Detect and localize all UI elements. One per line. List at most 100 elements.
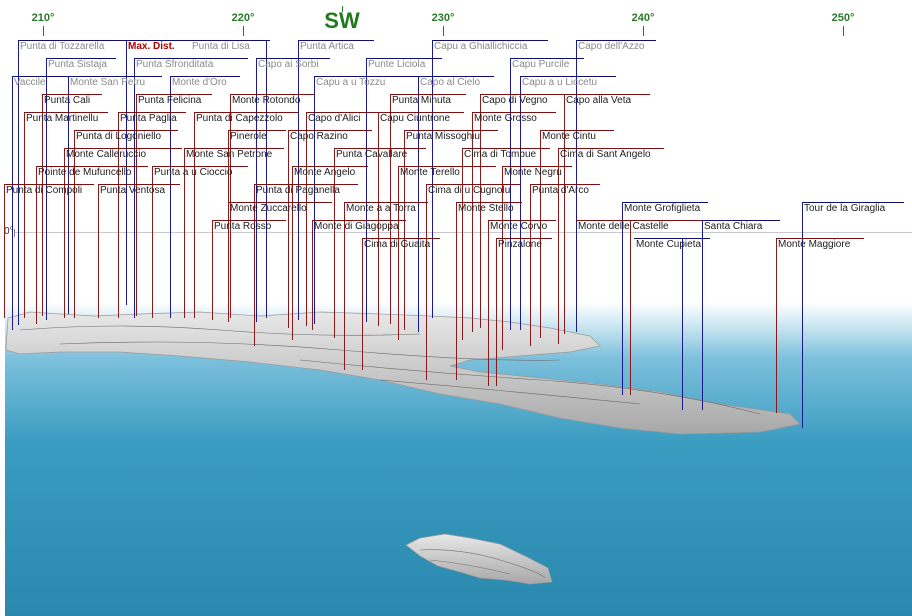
peak-label: Punta di Tozzarella: [18, 40, 130, 53]
peak-label: Punta Paglia: [118, 112, 186, 125]
peak-label: Capu a Ghiallichiccia: [432, 40, 548, 53]
ridge-lines: [19, 325, 761, 415]
horizon-tick: [14, 229, 15, 237]
peak-stem: [152, 166, 153, 318]
peak-stem: [42, 94, 43, 316]
bearing-label: 210°: [31, 12, 55, 24]
peak-label: Punta di Logoniello: [74, 130, 178, 143]
horizon-line: [14, 232, 912, 233]
peak-label: Punta Rosso: [212, 220, 286, 233]
peak-label: Capo al Cielo: [418, 76, 494, 89]
peak-label: Monte Maggiore: [776, 238, 864, 251]
peak-stem: [418, 76, 419, 332]
peak-stem: [462, 148, 463, 340]
peak-label: Monte San Petrone: [184, 148, 284, 161]
max-distance-label: Max. Dist.: [126, 40, 194, 53]
peak-stem: [390, 94, 391, 324]
peak-stem: [254, 184, 255, 346]
peak-label: Monte Angelo: [292, 166, 368, 179]
peak-stem: [24, 112, 25, 318]
peak-label: Cima di Guaita: [362, 238, 440, 251]
peak-stem: [292, 166, 293, 340]
peak-stem: [398, 166, 399, 340]
peak-label: Monte Grosso: [472, 112, 556, 125]
peak-stem: [12, 76, 13, 330]
peak-label: Punta Sistaja: [46, 58, 116, 71]
peak-label: Cima di Sant Angelo: [558, 148, 664, 161]
peak-stem: [230, 94, 231, 318]
peak-stem: [18, 40, 19, 325]
peak-stem: [510, 58, 511, 330]
bearing-label: 220°: [231, 12, 255, 24]
peak-label: Punta Martinellu: [24, 112, 108, 125]
peak-label: Punta Cavallare: [334, 148, 426, 161]
peak-stem: [530, 184, 531, 346]
peak-stem: [488, 220, 489, 386]
peak-stem: [496, 238, 497, 386]
peak-stem: [344, 202, 345, 370]
peak-stem: [802, 202, 803, 428]
peak-stem: [378, 112, 379, 326]
peak-label: Monte delle Castelle: [576, 220, 706, 233]
peak-label: Punta di Capezzolo: [194, 112, 298, 125]
peak-label: Monte Cupieta: [634, 238, 710, 251]
peak-stem: [126, 40, 127, 305]
peak-stem: [212, 220, 213, 320]
bearing-label: 230°: [431, 12, 455, 24]
peak-label: Capo dell'Azzo: [576, 40, 656, 53]
compass-direction: SW: [324, 8, 360, 33]
peak-stem: [576, 40, 577, 332]
peak-label: Capo ai Sorbi: [256, 58, 330, 71]
peak-label: Monte di Giagoppa: [312, 220, 406, 233]
peak-stem: [136, 94, 137, 316]
peak-stem: [68, 76, 69, 314]
peak-stem: [502, 166, 503, 350]
peak-stem: [366, 58, 367, 322]
capraia-ridges: [419, 549, 546, 579]
compass-tick: [342, 6, 343, 12]
peak-label: Cima di Tombue: [462, 148, 550, 161]
peak-label: Punta a u Cioccio: [152, 166, 248, 179]
peak-label: Monte Cintu: [540, 130, 614, 143]
peak-label: Monte Calleruccio: [64, 148, 182, 161]
peak-stem: [540, 130, 541, 338]
peak-stem: [630, 220, 631, 395]
peak-label: Capu Ciuntrone: [378, 112, 464, 125]
horizon-label: 0°: [4, 226, 14, 237]
tick-mark: [43, 26, 44, 36]
peak-stem: [134, 58, 135, 318]
capraia-island: [405, 533, 553, 585]
peak-label: Monte Zuccarello: [228, 202, 332, 215]
peak-stem: [564, 94, 565, 334]
peak-stem: [98, 184, 99, 318]
peak-stem: [46, 58, 47, 320]
peak-label: Punta Ventosa: [98, 184, 180, 197]
tick-mark: [243, 26, 244, 36]
peak-stem: [64, 148, 65, 318]
peak-label: Capu Purcile: [510, 58, 584, 71]
peak-label: Vaccile: [12, 76, 70, 89]
peak-stem: [170, 76, 171, 318]
peak-label: Punta di Lisa: [190, 40, 270, 53]
peak-stem: [622, 202, 623, 395]
peak-label: Monte Grofiglieta: [622, 202, 708, 215]
peak-stem: [228, 202, 229, 322]
peak-label: Punta Cali: [42, 94, 102, 107]
peak-label: Capu a u Liccetu: [520, 76, 616, 89]
peak-label: Punta Artica: [298, 40, 374, 53]
peak-label: Monte Rotondo: [230, 94, 314, 107]
tick-mark: [443, 26, 444, 36]
bearing-label: 250°: [831, 12, 855, 24]
peak-label: Capo di Vegno: [480, 94, 564, 107]
peak-stem: [4, 184, 5, 318]
peak-label: Monte Terello: [398, 166, 496, 179]
peak-stem: [456, 202, 457, 380]
peak-stem: [266, 40, 267, 318]
peak-label: Pinerole: [228, 130, 286, 143]
peak-stem: [426, 184, 427, 380]
peak-label: Punte Liciola: [366, 58, 442, 71]
tick-mark: [643, 26, 644, 36]
peak-stem: [480, 94, 481, 328]
peak-stem: [312, 220, 313, 330]
